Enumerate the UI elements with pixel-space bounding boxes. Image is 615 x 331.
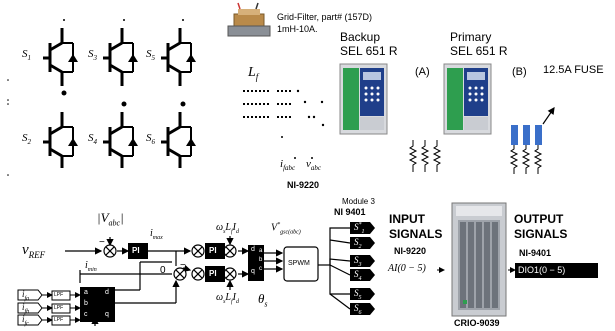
fuse-label: 12.5A FUSE [543,64,604,76]
pi-3: PI [209,269,217,278]
lpf-label-1: LPF [54,292,64,298]
label-s1: S1 [22,48,31,63]
switch-s3 [103,28,138,86]
spwm-label: SPWM [288,260,310,267]
marker-a: (A) [415,66,430,78]
resistors-a [408,140,442,172]
input-module: NI-9220 [394,246,427,256]
marker-b: (B) [512,66,527,78]
node-dots [7,19,186,176]
voltage-sense-label: vabc [306,158,321,173]
switch-s5 [161,28,196,86]
switch-s1 [43,28,78,86]
zero-reference: 0 [160,265,166,276]
switch-s2 [43,112,78,168]
label-s6: S6 [146,132,155,147]
switch-s6 [161,112,196,168]
ifa-label: ifa [22,289,30,302]
output-tag-label-2: S2 [354,237,362,250]
decoupling-term-bottom: ωsLfId [216,292,239,305]
dq-block-a: a [259,248,263,254]
output-tag-label-3: S3 [354,255,362,268]
dq-to-abc-block [248,245,264,281]
abc-block-d: d [105,289,109,296]
grid-filter-image [227,2,271,37]
fuses-b [509,107,555,174]
output-tag-label-6: S6 [354,303,362,316]
backup-relay-label: Backup SEL 651 R [340,30,398,58]
imin-label: imin [85,260,97,273]
input-range: AI(0 − 5) [388,263,426,274]
label-s5: S5 [146,48,155,63]
abc-block-c: c [84,311,88,318]
abc-block-a: a [84,289,88,296]
lpf-label-3: LPF [54,317,64,323]
theta-label: θs [258,291,268,309]
pi-blocks [128,243,225,282]
module3-title: Module 3 [342,197,375,206]
output-tag-label-4: S4 [354,269,362,282]
output-range: DIO1(0 − 5) [518,265,566,275]
grid-filter-caption: Grid-Filter, part# (157D) 1mH-10A. [277,12,373,34]
lpf-blocks [42,290,81,326]
dq-block-b: b [259,257,263,263]
abc-block-b: b [84,300,88,307]
module3-name: NI 9401 [334,207,366,217]
input-signals-title: INPUT SIGNALS [389,212,443,241]
output-module: NI-9401 [519,248,552,258]
output-tags [350,222,375,315]
label-s4: S4 [88,132,97,147]
primary-relay [443,63,492,135]
primary-relay-label: Primary SEL 651 R [450,30,508,58]
filter-dotted-lines [243,90,292,118]
sensing-module-label: NI-9220 [287,180,320,190]
imax-label: imax [150,228,163,241]
crio-label: CRIO-9039 [454,318,500,328]
output-signals-title: OUTPUT SIGNALS [514,212,568,241]
fuse-pointer-arrow [542,107,555,125]
pi-1: PI [132,246,140,255]
filter-inductor-label: Lf [248,65,259,82]
output-tag-label-1: S*1 [354,222,365,235]
ifb-label: ifb [22,302,30,315]
minus-sign-2: − [180,260,186,271]
label-s3: S3 [88,48,97,63]
label-s2: S2 [22,132,31,147]
backup-relay [339,63,388,135]
dq-block-d: d [251,246,255,253]
lpf-label-2: LPF [54,305,64,311]
spwm-block [283,246,319,282]
decoupling-term-top: ωsLfId [216,222,239,235]
vabc-magnitude-label: |Vabc| [97,210,124,228]
inverter-bridge [43,28,196,168]
switch-s4 [103,112,138,168]
vref-label: vREF [22,242,46,260]
abc-to-dq-block [80,287,115,322]
filter-dots [281,89,325,159]
crio-chassis [451,202,507,317]
pi-2: PI [209,246,217,255]
current-input-tags [17,289,43,326]
current-sense-label: ifabc [280,158,296,173]
output-tag-label-5: S5 [354,288,362,301]
abc-block-q: q [105,311,109,318]
vgsc-label: V*gsc(abc) [271,222,301,236]
summing-junctions [103,244,237,281]
dq-block-c: c [259,266,262,272]
minus-sign-1: − [99,237,105,248]
control-diagram [65,227,351,326]
ifc-label: ifc [22,314,29,327]
dq-block-q: q [251,268,255,275]
dio-output-box [515,263,598,278]
